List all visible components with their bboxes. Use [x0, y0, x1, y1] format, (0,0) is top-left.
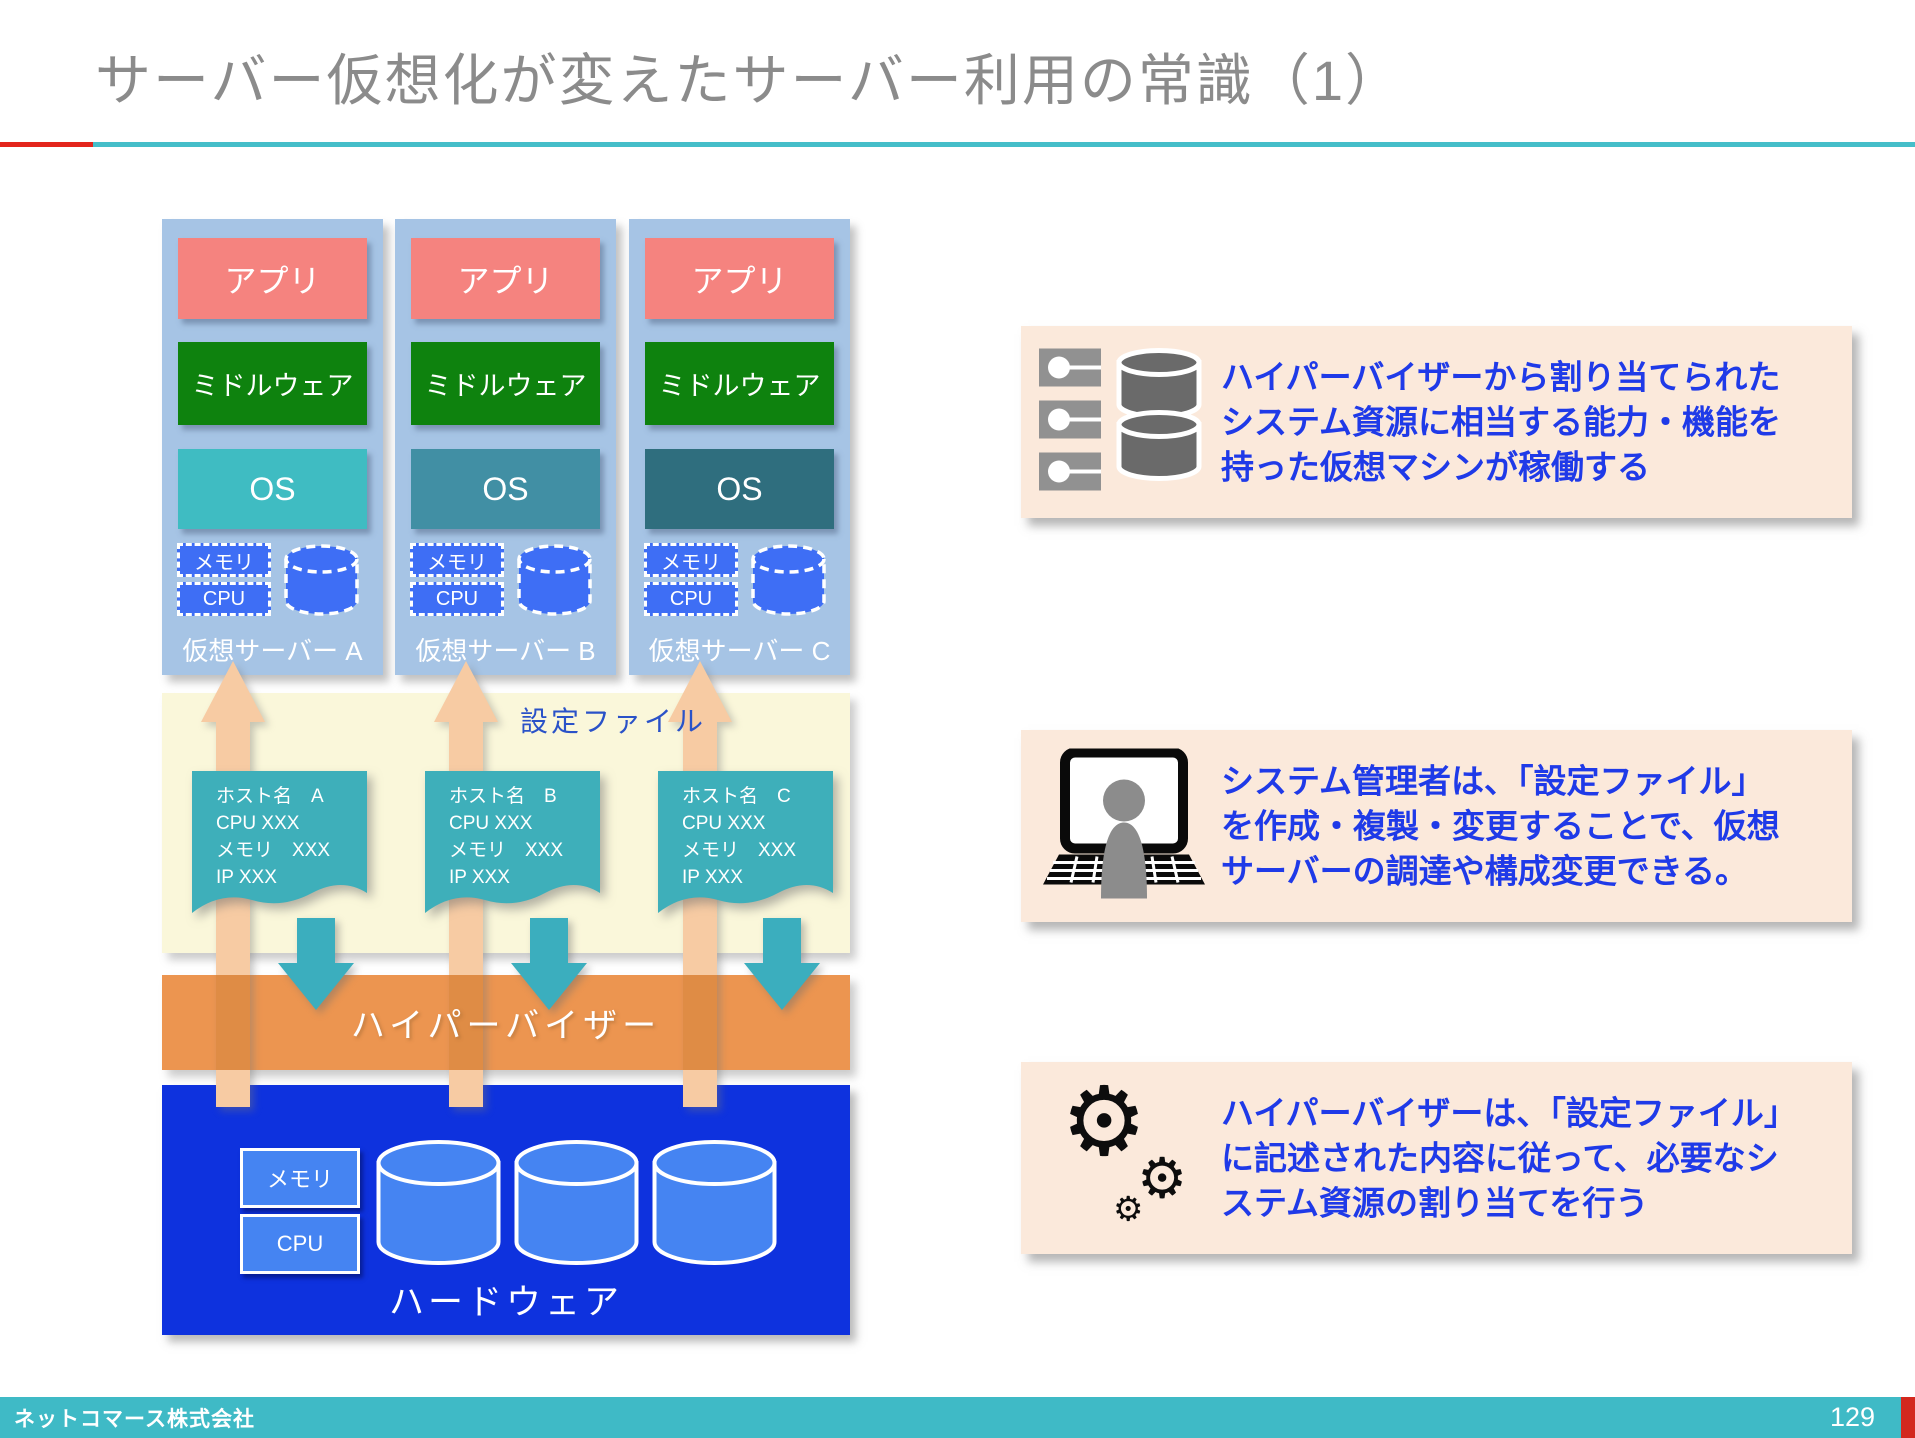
- host-config-text: ホスト名 A CPU XXX メモリ XXX IP XXX: [216, 783, 330, 891]
- hw-storage-cylinder-icon: [376, 1139, 501, 1272]
- os-layer: OS: [178, 449, 367, 529]
- hw-cpu-box: CPU: [240, 1214, 360, 1274]
- memory-line: メモリ XXX: [682, 840, 797, 861]
- vm-memory-box: メモリ: [410, 543, 504, 577]
- ip-line: IP XXX: [449, 867, 510, 888]
- hypervisor-label: ハイパーバイザー: [350, 1007, 662, 1045]
- gears-icon: ⚙ ⚙ ⚙: [1037, 1074, 1212, 1236]
- vm-storage-cylinder-icon: [516, 543, 593, 622]
- admin-laptop-icon: [1037, 747, 1212, 904]
- vm-stack-label: 仮想サーバー B: [415, 636, 596, 666]
- cpu-line: CPU XXX: [449, 813, 533, 834]
- config-apply-arrow-icon: [744, 918, 820, 1015]
- vm-memory-box: メモリ: [177, 543, 271, 577]
- vm-cpu-box: CPU: [644, 582, 738, 616]
- vm-stack-label: 仮想サーバー A: [182, 636, 363, 666]
- hw-storage-cylinder-icon: [514, 1139, 639, 1272]
- app-layer: アプリ: [178, 238, 367, 319]
- middleware-layer: ミドルウェア: [411, 342, 600, 425]
- footer-page-number: 129: [1829, 1402, 1875, 1432]
- host-name-line: ホスト名 A: [216, 786, 324, 807]
- footer-bar: ネットコマース株式会社 129: [0, 1397, 1901, 1438]
- vm-stack-a: アプリ ミドルウェア OS メモリ CPU 仮想サーバー A: [162, 219, 383, 675]
- app-layer: アプリ: [645, 238, 834, 319]
- page-title: サーバー仮想化が変えたサーバー利用の常識（1）: [95, 49, 1404, 112]
- middleware-layer: ミドルウェア: [645, 342, 834, 425]
- arrow-hypervisor-overlap: [449, 975, 483, 1070]
- host-config-card-a: ホスト名 A CPU XXX メモリ XXX IP XXX: [192, 771, 367, 921]
- config-file-label: 設定ファイル: [520, 706, 707, 737]
- os-layer: OS: [645, 449, 834, 529]
- gear-large-icon: ⚙: [1061, 1068, 1148, 1176]
- callout-admin: システム管理者は、「設定ファイル」を作成・複製・変更することで、仮想サーバーの調…: [1021, 730, 1852, 922]
- document-shape: [425, 771, 600, 913]
- vm-stack-c: アプリ ミドルウェア OS メモリ CPU 仮想サーバー C: [629, 219, 850, 675]
- vm-memory-box: メモリ: [644, 543, 738, 577]
- hw-memory-box: メモリ: [240, 1148, 360, 1208]
- callout-text: ハイパーバイザーから割り当てられたシステム資源に相当する能力・機能を持った仮想マ…: [1221, 358, 1782, 486]
- vm-stack-label: 仮想サーバー C: [648, 636, 831, 666]
- host-config-text: ホスト名 B CPU XXX メモリ XXX IP XXX: [449, 783, 563, 891]
- callout-text: システム管理者は、「設定ファイル」を作成・複製・変更することで、仮想サーバーの調…: [1221, 762, 1780, 890]
- memory-line: メモリ XXX: [449, 840, 564, 861]
- gear-small-icon: ⚙: [1113, 1190, 1144, 1229]
- footer-red-accent: [1901, 1397, 1915, 1438]
- document-shape: [192, 771, 367, 913]
- arrow-hypervisor-overlap: [683, 975, 717, 1070]
- arrow-hypervisor-overlap: [216, 975, 250, 1070]
- vm-stack-b: アプリ ミドルウェア OS メモリ CPU 仮想サーバー B: [395, 219, 616, 675]
- ip-line: IP XXX: [682, 867, 743, 888]
- title-rule-red-accent: [0, 142, 93, 147]
- gear-medium-icon: ⚙: [1137, 1146, 1188, 1210]
- cpu-line: CPU XXX: [216, 813, 300, 834]
- vm-storage-cylinder-icon: [750, 543, 827, 622]
- hw-storage-cylinder-icon: [652, 1139, 777, 1272]
- server-stack-icon: [1037, 345, 1212, 500]
- vm-storage-cylinder-icon: [283, 543, 360, 622]
- hardware-box: メモリ CPU ハードウェア: [162, 1085, 850, 1335]
- callout-hypervisor: ⚙ ⚙ ⚙ ハイパーバイザーは、「設定ファイル」に記述された内容に従って、必要な…: [1021, 1062, 1852, 1254]
- config-apply-arrow-icon: [278, 918, 354, 1015]
- host-config-text: ホスト名 C CPU XXX メモリ XXX IP XXX: [682, 783, 796, 891]
- callout-vm-capacity: ハイパーバイザーから割り当てられたシステム資源に相当する能力・機能を持った仮想マ…: [1021, 326, 1852, 518]
- host-name-line: ホスト名 B: [449, 786, 557, 807]
- callout-text: ハイパーバイザーは、「設定ファイル」に記述された内容に従って、必要なシステム資源…: [1221, 1094, 1781, 1222]
- document-shape: [658, 771, 833, 913]
- title-rule-teal-line: [93, 142, 1915, 147]
- os-layer: OS: [411, 449, 600, 529]
- ip-line: IP XXX: [216, 867, 277, 888]
- host-config-card-b: ホスト名 B CPU XXX メモリ XXX IP XXX: [425, 771, 600, 921]
- hardware-label: ハードウェア: [388, 1283, 623, 1322]
- hypervisor-bar: [162, 975, 850, 1070]
- host-name-line: ホスト名 C: [682, 786, 791, 807]
- middleware-layer: ミドルウェア: [178, 342, 367, 425]
- cpu-line: CPU XXX: [682, 813, 766, 834]
- vm-cpu-box: CPU: [410, 582, 504, 616]
- host-config-card-c: ホスト名 C CPU XXX メモリ XXX IP XXX: [658, 771, 833, 921]
- footer-company-name: ネットコマース株式会社: [14, 1407, 255, 1431]
- vm-cpu-box: CPU: [177, 582, 271, 616]
- config-apply-arrow-icon: [511, 918, 587, 1015]
- app-layer: アプリ: [411, 238, 600, 319]
- memory-line: メモリ XXX: [216, 840, 331, 861]
